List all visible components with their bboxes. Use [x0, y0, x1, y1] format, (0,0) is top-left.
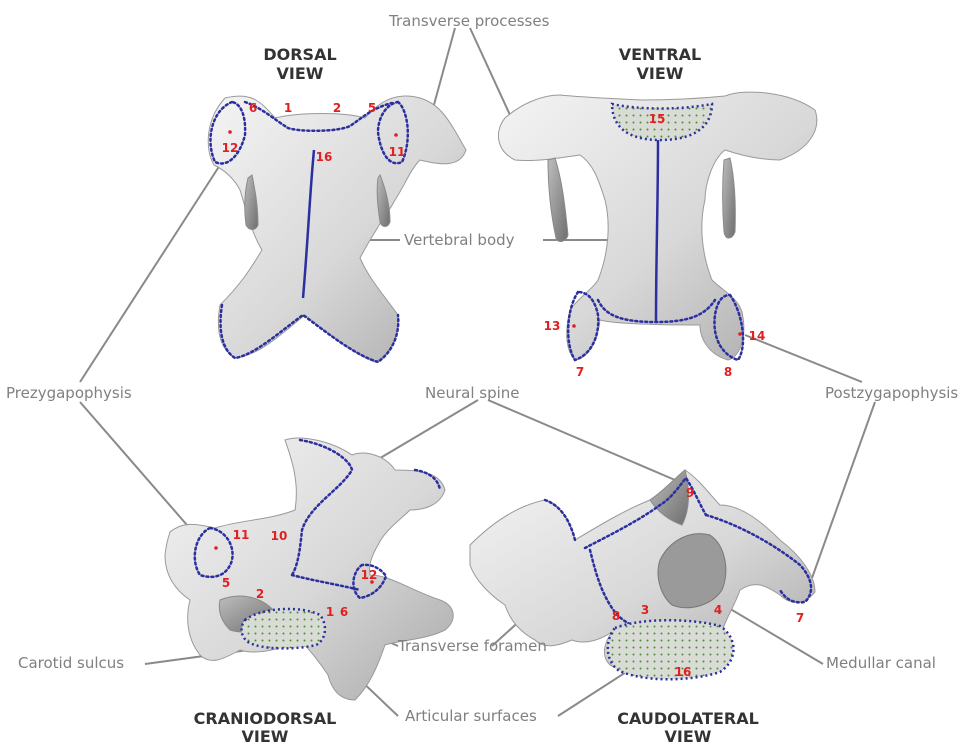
craniodorsal-articular-surface — [242, 609, 325, 648]
landmark-label: 5 — [368, 101, 376, 115]
landmark-label: 5 — [222, 576, 230, 590]
landmark-point — [738, 332, 742, 336]
landmark-label: 16 — [316, 150, 333, 164]
landmark-label: 6 — [249, 101, 257, 115]
landmark-label: 8 — [724, 365, 732, 379]
landmark-label: 14 — [749, 329, 766, 343]
landmark-point — [370, 580, 374, 584]
ventral-view-title-2: VIEW — [637, 64, 684, 83]
label-transverse-processes: Transverse processes — [388, 12, 550, 30]
label-medullar-canal: Medullar canal — [826, 654, 936, 672]
label-carotid-sulcus: Carotid sulcus — [18, 654, 124, 672]
craniodorsal-bone-shape — [165, 438, 453, 700]
caudolateral-articular-surface — [608, 620, 734, 679]
landmark-point — [572, 324, 576, 328]
ventral-view-title-1: VENTRAL — [619, 45, 702, 64]
label-neural-spine: Neural spine — [425, 384, 520, 402]
landmark-label: 11 — [233, 528, 250, 542]
landmark-label: 10 — [271, 529, 288, 543]
landmark-label: 2 — [256, 587, 264, 601]
ventral-transverse-process-left — [548, 158, 568, 242]
leader-prezyg-crania — [80, 402, 200, 540]
landmark-label: 15 — [649, 112, 666, 126]
landmark-label: 11 — [389, 145, 406, 159]
dorsal-vertebra — [208, 96, 466, 362]
landmark-label: 3 — [641, 603, 649, 617]
leader-neural-right — [488, 400, 675, 480]
craniodorsal-view-title-1: CRANIODORSAL — [194, 709, 337, 728]
landmark-label: 7 — [576, 365, 584, 379]
landmark-label: 9 — [686, 486, 694, 500]
landmark-point — [228, 130, 232, 134]
landmark-label: 12 — [222, 141, 239, 155]
leader-transverse-left — [432, 28, 455, 112]
label-postzygapophysis: Postzygapophysis — [825, 384, 958, 402]
landmark-label: 1 — [284, 101, 292, 115]
landmark-label: 13 — [544, 319, 561, 333]
caudolateral-view-title-2: VIEW — [665, 727, 712, 742]
label-articular-surfaces: Articular surfaces — [405, 707, 537, 725]
landmark-point — [394, 133, 398, 137]
landmark-label: 4 — [714, 603, 722, 617]
caudolateral-view-title-1: CAUDOLATERAL — [617, 709, 759, 728]
landmark-label: 6 — [340, 605, 348, 619]
landmark-label: 16 — [675, 665, 692, 679]
landmark-label: 12 — [361, 568, 378, 582]
leader-postzyg-caudo — [812, 402, 875, 578]
label-vertebral-body: Vertebral body — [404, 231, 515, 249]
landmark-label: 7 — [796, 611, 804, 625]
label-transverse-foramen: Transverse foramen — [397, 637, 547, 655]
leader-transverse-right — [470, 28, 510, 115]
leader-prezyg-dorsal — [80, 165, 220, 382]
ventral-transverse-process-right — [723, 158, 736, 238]
landmark-point — [214, 546, 218, 550]
craniodorsal-vertebra — [165, 438, 453, 700]
landmark-label: 8 — [612, 609, 620, 623]
dorsal-view-title-2: VIEW — [277, 64, 324, 83]
landmark-label: 2 — [333, 101, 341, 115]
dorsal-view-title-1: DORSAL — [263, 45, 336, 64]
landmark-label: 1 — [326, 605, 334, 619]
dorsal-bone-shape — [208, 96, 466, 362]
label-prezygapophysis: Prezygapophysis — [6, 384, 132, 402]
craniodorsal-view-title-2: VIEW — [242, 727, 289, 742]
